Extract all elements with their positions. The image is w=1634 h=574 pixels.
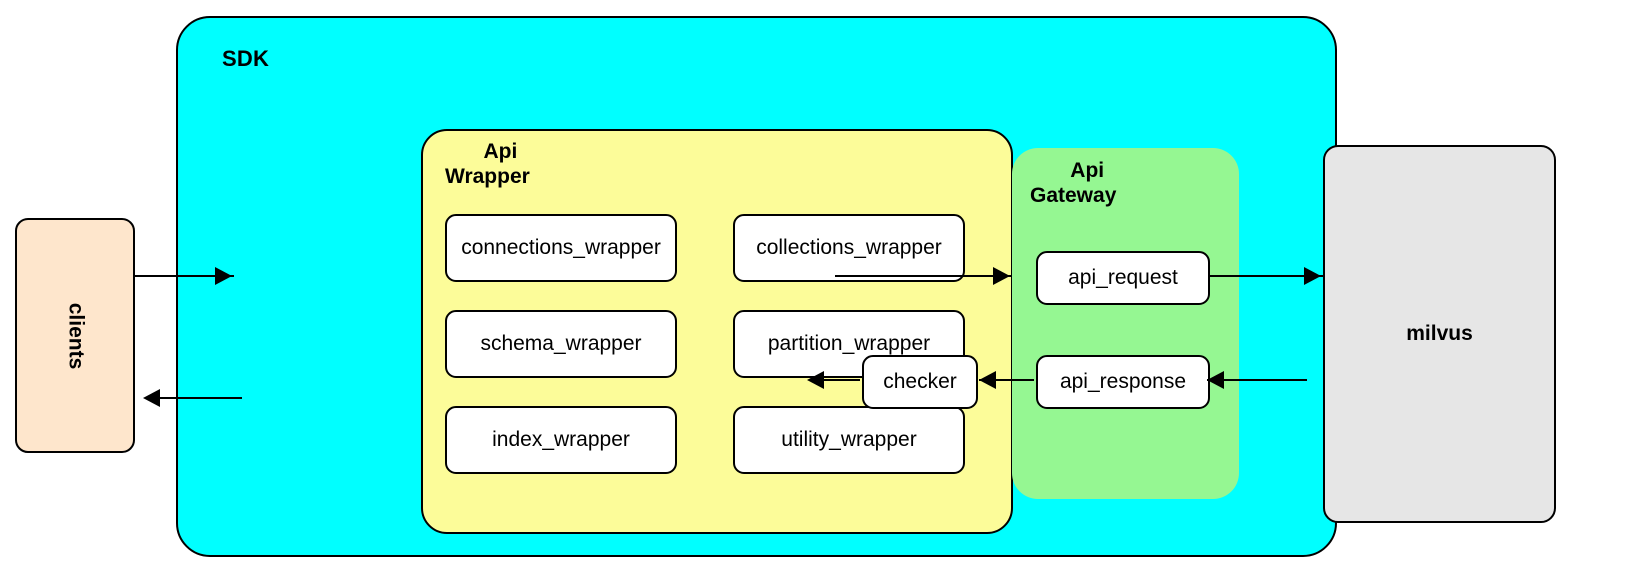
cell-api-request[interactable]: api_request (1036, 251, 1210, 305)
connector-api-request-to-milvus (1208, 275, 1323, 277)
cell-label: collections_wrapper (756, 236, 942, 260)
cell-connections-wrapper[interactable]: connections_wrapper (445, 214, 677, 282)
clients-label: clients (64, 302, 87, 369)
cell-label: index_wrapper (492, 428, 630, 452)
cell-label: api_request (1068, 266, 1178, 289)
arrowhead-api-wrapper-to-api-request-icon (993, 267, 1010, 285)
checker-label: checker (883, 370, 957, 393)
api-gateway-label-line2: Gateway (1030, 183, 1117, 207)
cell-partition-wrapper[interactable]: partition_wrapper (733, 310, 965, 378)
api-wrapper-label-line1: Api (483, 140, 518, 163)
sdk-label: SDK (222, 46, 270, 71)
arrowhead-milvus-to-api-response-icon (1207, 371, 1224, 389)
arrowhead-checker-to-api-wrapper-icon (807, 371, 824, 389)
checker-node[interactable]: checker (862, 355, 978, 409)
cell-label: utility_wrapper (781, 428, 917, 452)
cell-label: connections_wrapper (461, 236, 661, 260)
arrowhead-api-wrapper-to-clients-icon (143, 389, 160, 407)
connector-api-wrapper-to-api-request (835, 275, 1012, 277)
connector-api-wrapper-to-clients (160, 397, 242, 399)
milvus-label: milvus (1406, 322, 1473, 345)
clients-node[interactable]: clients (15, 218, 135, 453)
connector-clients-to-api-wrapper (135, 275, 234, 277)
cell-schema-wrapper[interactable]: schema_wrapper (445, 310, 677, 378)
cell-utility-wrapper[interactable]: utility_wrapper (733, 406, 965, 474)
cell-collections-wrapper[interactable]: collections_wrapper (733, 214, 965, 282)
milvus-node[interactable]: milvus (1323, 145, 1556, 523)
cell-label: schema_wrapper (480, 332, 642, 356)
arrowhead-api-response-to-checker-icon (979, 371, 996, 389)
api-gateway-label-line1: Api (1070, 159, 1105, 182)
cell-label: api_response (1059, 370, 1187, 393)
connector-checker-to-api-wrapper (824, 379, 860, 381)
cell-index-wrapper[interactable]: index_wrapper (445, 406, 677, 474)
api-wrapper-label-line2: Wrapper (445, 164, 530, 188)
cell-label: partition_wrapper (767, 332, 931, 356)
arrowhead-clients-to-api-wrapper-icon (215, 267, 232, 285)
connector-milvus-to-api-response (1207, 379, 1307, 381)
connector-api-response-to-checker (979, 379, 1034, 381)
cell-api-response[interactable]: api_response (1036, 355, 1210, 409)
arrowhead-api-request-to-milvus-icon (1304, 267, 1321, 285)
